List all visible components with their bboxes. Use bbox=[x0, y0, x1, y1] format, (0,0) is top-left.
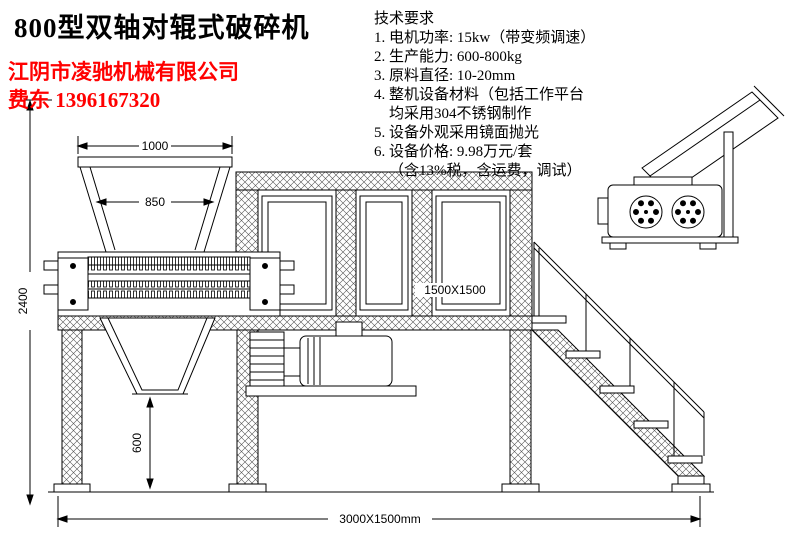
dim-hopper-inner-label: 850 bbox=[145, 195, 165, 209]
dim-overall-height-label: 2400 bbox=[16, 287, 30, 314]
tech-line-finish: 5. 设备外观采用镜面抛光 bbox=[374, 125, 540, 141]
contact-phone: 费东 1396167320 bbox=[8, 88, 161, 112]
roller-end-right bbox=[671, 195, 705, 229]
discharge-funnel bbox=[99, 317, 216, 395]
feed-hopper bbox=[77, 156, 233, 253]
tech-line-price: 6. 设备价格: 9.98万元/套 bbox=[374, 144, 533, 160]
tech-heading: 技术要求 bbox=[374, 11, 435, 27]
side-view bbox=[597, 85, 785, 250]
drawing-title: 800型双轴对辊式破碎机 bbox=[14, 13, 310, 43]
dim-overall-width: 3000X1500mm bbox=[56, 496, 702, 527]
dim-hopper-top-label: 1000 bbox=[142, 139, 169, 153]
stair-stringer bbox=[530, 329, 706, 477]
roller-end-left bbox=[629, 195, 663, 229]
tech-line-material-diameter: 3. 原料直径: 10-20mm bbox=[374, 68, 516, 84]
dim-discharge-height: 600 bbox=[130, 396, 154, 490]
dim-discharge-height-label: 600 bbox=[130, 433, 144, 453]
dim-overall-width-label: 3000X1500mm bbox=[339, 512, 420, 526]
tech-line-motor-power: 1. 电机功率: 15kw（带变频调速） bbox=[374, 30, 596, 46]
motor-assembly bbox=[245, 321, 417, 397]
tech-line-capacity: 2. 生产能力: 600-800kg bbox=[374, 49, 522, 65]
dim-overall-height: 2400 bbox=[16, 99, 52, 506]
company-name: 江阴市凌驰机械有限公司 bbox=[8, 60, 239, 84]
dim-hopper-top: 1000 bbox=[76, 136, 234, 154]
staircase bbox=[530, 241, 711, 493]
dim-hopper-inner: 850 bbox=[95, 194, 215, 209]
platform-size-label: 1500X1500 bbox=[424, 283, 486, 297]
crusher-body bbox=[43, 251, 295, 317]
tech-requirements: 技术要求 1. 电机功率: 15kw（带变频调速） 2. 生产能力: 600-8… bbox=[374, 10, 595, 181]
tech-line-machine-material-cont: 均采用304不锈钢制作 bbox=[389, 106, 532, 122]
stair-railing bbox=[533, 241, 705, 456]
tech-line-price-cont: （含13%税，含运费，调试） bbox=[389, 163, 582, 179]
tech-line-machine-material: 4. 整机设备材料（包括工作平台 bbox=[374, 87, 585, 103]
